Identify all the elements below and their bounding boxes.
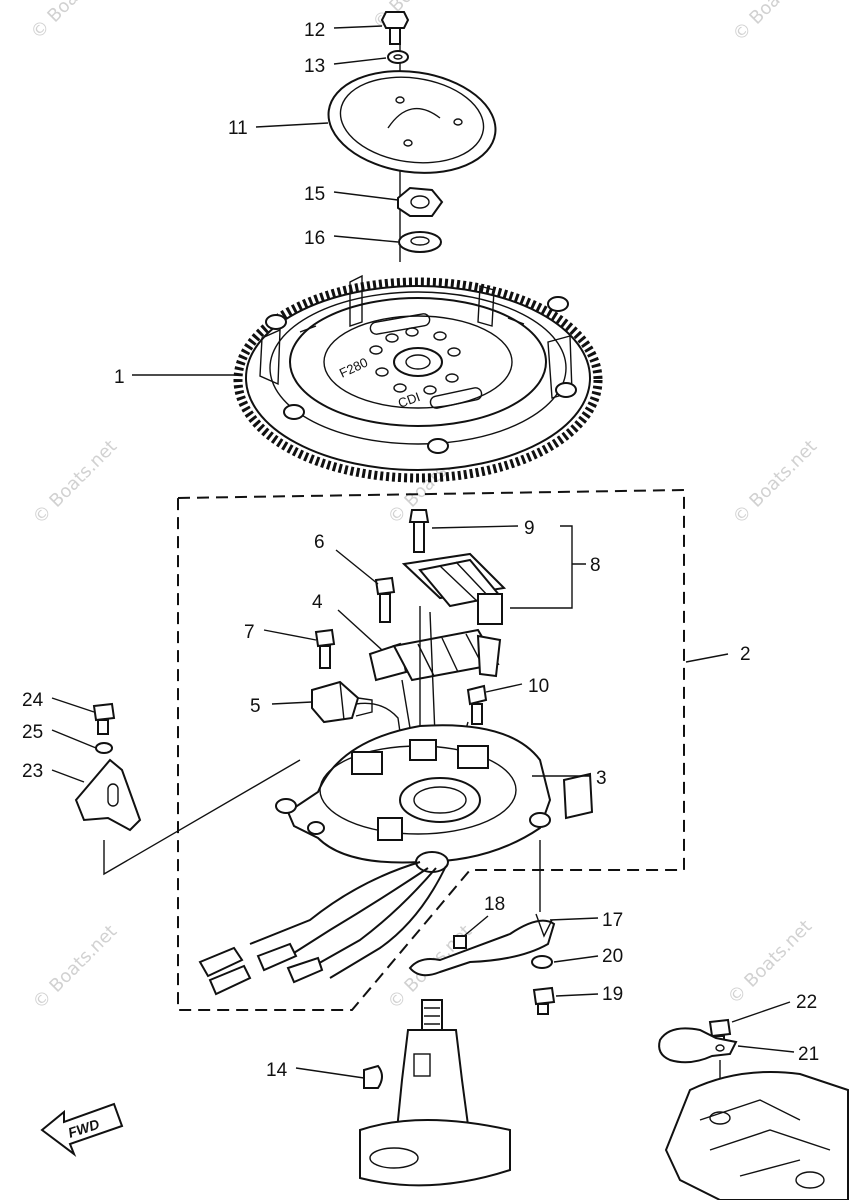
part-6-screw bbox=[374, 576, 396, 623]
callout-24: 24 bbox=[22, 690, 44, 711]
watermark: © Boats.net bbox=[27, 0, 119, 44]
bracket-leader-line bbox=[103, 759, 301, 876]
part-9-screw bbox=[408, 509, 430, 553]
part-5-coupler bbox=[311, 680, 405, 761]
part-8-charge-coil bbox=[401, 552, 507, 625]
wire-harness bbox=[198, 861, 447, 996]
part-17-ground-lead bbox=[408, 840, 556, 977]
part-19-bolt bbox=[532, 986, 556, 1015]
callout-10: 10 bbox=[528, 676, 549, 697]
part-20-washer bbox=[531, 955, 553, 969]
crankcase-section bbox=[664, 1060, 849, 1200]
part-23-bracket bbox=[74, 758, 142, 832]
fwd-arrow: FWD bbox=[40, 1102, 124, 1157]
callout-21: 21 bbox=[798, 1044, 819, 1065]
part-25-washer bbox=[95, 742, 113, 754]
leader-lines bbox=[51, 25, 795, 1079]
part-24-bolt bbox=[92, 702, 116, 735]
callout-2: 2 bbox=[740, 644, 751, 665]
callout-6: 6 bbox=[314, 532, 325, 553]
part-21-lead-clamp bbox=[658, 1027, 738, 1064]
callout-9: 9 bbox=[524, 518, 535, 539]
part-15-nut bbox=[397, 186, 444, 217]
part-16-washer bbox=[398, 231, 442, 253]
callout-18: 18 bbox=[484, 894, 505, 915]
part-11-cover-plate bbox=[327, 70, 497, 174]
callout-11: 11 bbox=[228, 118, 248, 139]
callout-12: 12 bbox=[304, 20, 325, 41]
part-18-clip bbox=[453, 935, 467, 949]
watermark: © Boats.net bbox=[29, 436, 121, 528]
part-3-stator-base bbox=[275, 724, 594, 873]
callout-5: 5 bbox=[250, 696, 261, 717]
callout-16: 16 bbox=[304, 228, 325, 249]
callout-8: 8 bbox=[590, 555, 601, 576]
callout-1: 1 bbox=[114, 367, 125, 388]
part-10-screw bbox=[466, 684, 488, 725]
watermark: © Boats.net bbox=[729, 436, 821, 528]
flywheel-cdi-marking: CDI bbox=[396, 389, 422, 411]
callout-19: 19 bbox=[602, 984, 623, 1005]
callout-7: 7 bbox=[244, 622, 255, 643]
callout-14: 14 bbox=[266, 1060, 288, 1081]
part-7-screw bbox=[314, 628, 336, 669]
callout-25: 25 bbox=[22, 722, 43, 743]
crankshaft bbox=[359, 999, 511, 1187]
callout-3: 3 bbox=[596, 768, 607, 789]
callout-23: 23 bbox=[22, 761, 43, 782]
callout-17: 17 bbox=[602, 910, 623, 931]
callout-22: 22 bbox=[796, 992, 817, 1013]
callout-labels: 12 13 11 15 16 1 9 8 6 4 2 7 10 5 24 25 … bbox=[22, 20, 819, 1081]
part-4-pulser-coil bbox=[368, 628, 502, 682]
part-12-bolt bbox=[380, 11, 410, 45]
part-14-woodruff-key bbox=[363, 1064, 383, 1089]
callout-15: 15 bbox=[304, 184, 325, 205]
watermark: © Boats.net bbox=[29, 921, 121, 1013]
part-13-washer bbox=[387, 50, 409, 64]
callout-13: 13 bbox=[304, 56, 325, 77]
part-1-flywheel: F280 CDI bbox=[233, 274, 603, 483]
watermark: © Boats.net bbox=[729, 0, 821, 46]
callout-4: 4 bbox=[312, 592, 323, 613]
callout-20: 20 bbox=[602, 946, 623, 967]
